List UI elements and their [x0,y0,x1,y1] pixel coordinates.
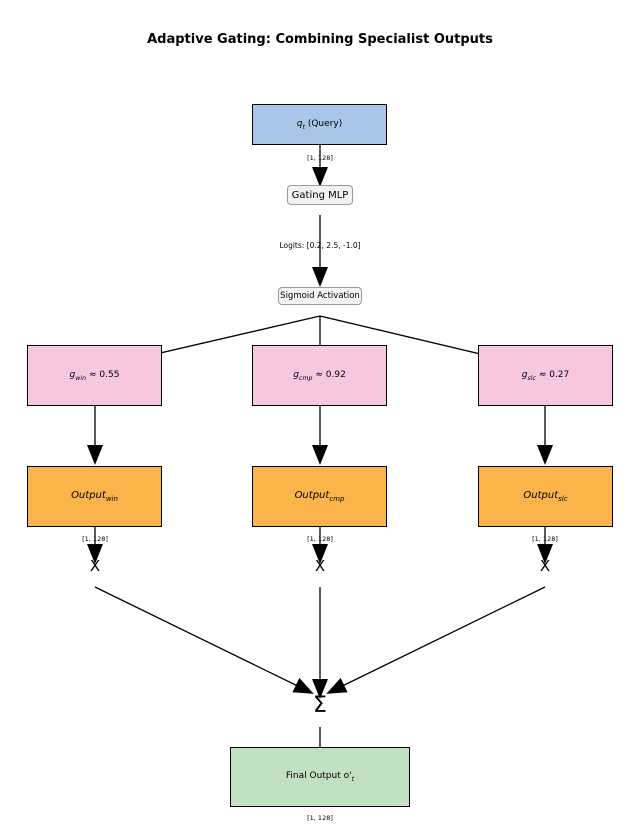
output-shape-slc: [1, 128] [532,535,558,543]
gating-mlp-node: Gating MLP [287,185,353,205]
gate-box-cmp: gcmp ≈ 0.92 [252,345,387,406]
diagram-title: Adaptive Gating: Combining Specialist Ou… [147,32,493,47]
arrow-times-slc-to-sum [326,586,546,694]
output-shape-win: [1, 128] [82,535,108,543]
gate-label-win: gwin ≈ 0.55 [69,369,120,382]
arrow-times-win-to-sum [94,586,314,694]
query-label: qt (Query) [296,118,343,131]
final-shape-label: [1, 128] [307,814,333,822]
sigmoid-node: Sigmoid Activation [278,287,362,305]
logits-label: Logits: [0.2, 2.5, -1.0] [279,241,361,250]
gate-box-win: gwin ≈ 0.55 [27,345,162,406]
multiply-win: X [89,557,101,575]
output-shape-cmp: [1, 128] [307,535,333,543]
query-shape-label: [1, 128] [307,154,333,162]
output-box-win: Outputwin [27,466,162,527]
output-box-slc: Outputslc [478,466,613,527]
gate-label-slc: gslc ≈ 0.27 [521,369,570,382]
final-output-box: Final Output o't [230,747,410,807]
gate-box-slc: gslc ≈ 0.27 [478,345,613,406]
query-box: qt (Query) [252,104,387,145]
output-label-win: Outputwin [71,490,118,503]
sum-symbol: Σ [313,693,327,718]
multiply-cmp: X [314,557,326,575]
output-label-slc: Outputslc [523,490,568,503]
final-output-label: Final Output o't [285,771,355,783]
gate-label-cmp: gcmp ≈ 0.92 [293,369,346,382]
multiply-slc: X [539,557,551,575]
output-label-cmp: Outputcmp [294,490,345,503]
output-box-cmp: Outputcmp [252,466,387,527]
